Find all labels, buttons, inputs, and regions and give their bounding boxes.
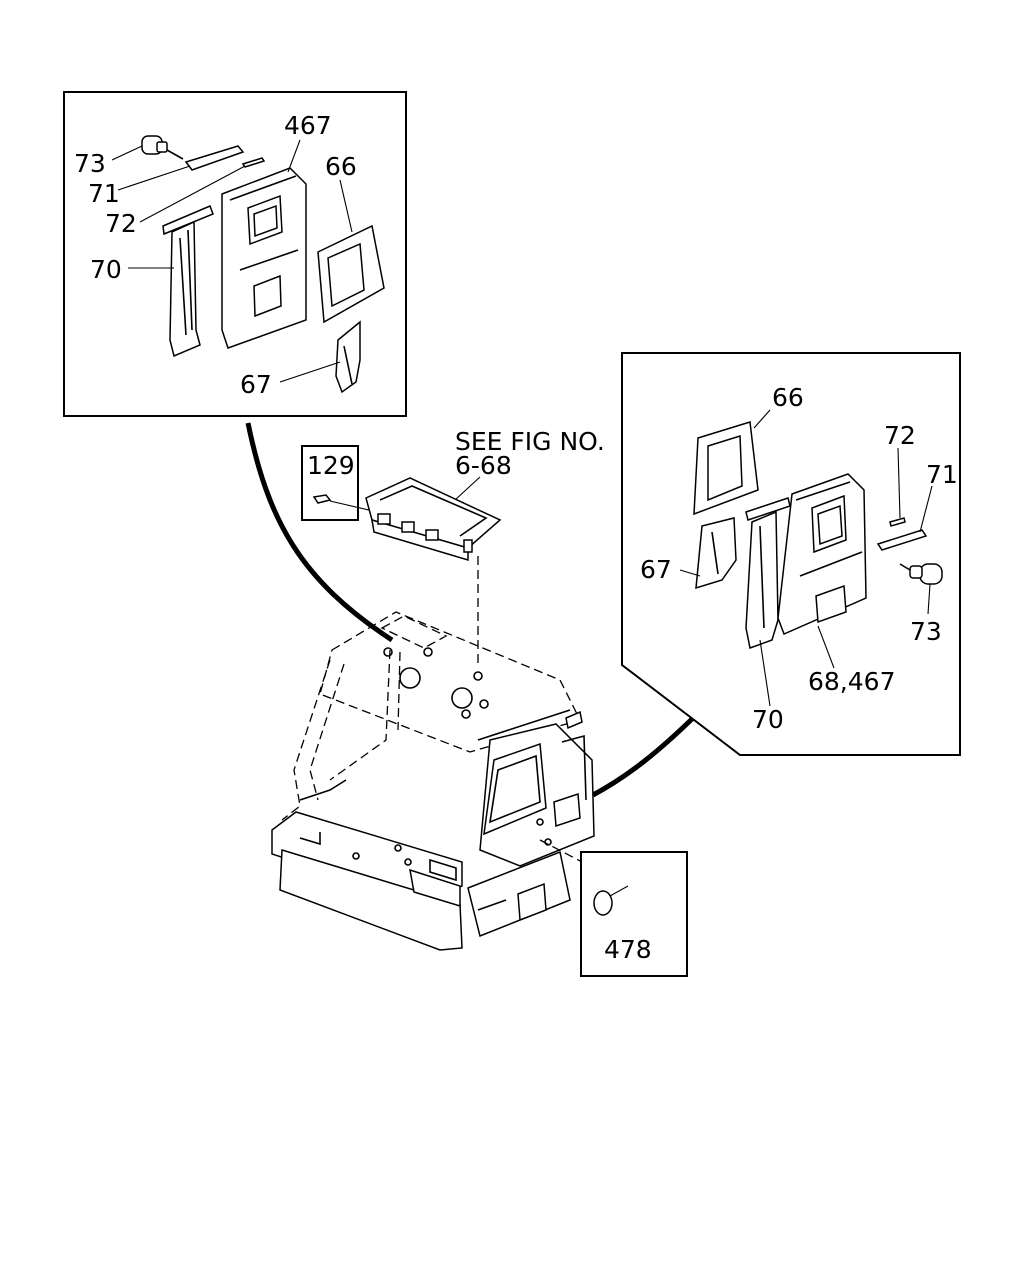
left-inset-connector	[245, 422, 394, 643]
label-129: 129	[307, 451, 355, 480]
panel-66-right-icon	[693, 421, 759, 516]
pillar-70-icon	[162, 205, 214, 358]
label-73-right: 73	[910, 617, 942, 646]
clip-129-box	[301, 445, 359, 521]
plug-478-callout: 478	[539, 839, 688, 977]
see-fig-line1: SEE FIG NO.	[455, 427, 605, 456]
piece-67-icon	[335, 320, 361, 394]
label-71-right: 71	[926, 460, 958, 489]
plug-478-icon	[593, 890, 613, 916]
label-478: 478	[604, 935, 652, 964]
label-73: 73	[74, 149, 106, 178]
right-inset: 66 72 71 67 73 68,467 70	[621, 352, 961, 756]
label-70-right: 70	[752, 705, 784, 734]
panel-68-467-icon	[777, 473, 867, 636]
panel-467-icon	[221, 167, 307, 349]
label-68-467-right: 68,467	[808, 667, 895, 696]
strip-72-right-icon	[889, 517, 906, 527]
piece-67-right-icon	[695, 517, 737, 590]
roof-console-icon	[365, 477, 502, 562]
label-467: 467	[284, 111, 332, 140]
clip-129-icon	[312, 494, 332, 504]
label-72: 72	[105, 209, 137, 238]
label-70: 70	[90, 255, 122, 284]
label-72-right: 72	[884, 421, 916, 450]
label-66-right: 66	[772, 383, 804, 412]
clip-129-callout: 129	[301, 445, 387, 521]
bolt-73-icon	[141, 135, 184, 160]
bracket-71-right-icon	[876, 529, 928, 551]
pillar-70-right-icon	[745, 497, 791, 650]
panel-66-icon	[317, 224, 385, 324]
label-66: 66	[325, 152, 357, 181]
left-inset: 73 71 72 70 467 66 67	[63, 91, 407, 417]
label-67: 67	[240, 370, 272, 399]
label-67-right: 67	[640, 555, 672, 584]
bolt-73-right-icon	[899, 563, 943, 585]
right-inset-connector	[591, 716, 695, 798]
truck-cab-icon	[271, 611, 595, 951]
label-71: 71	[88, 179, 120, 208]
see-fig-line2: 6-68	[455, 451, 512, 480]
bracket-71-icon	[184, 145, 245, 171]
